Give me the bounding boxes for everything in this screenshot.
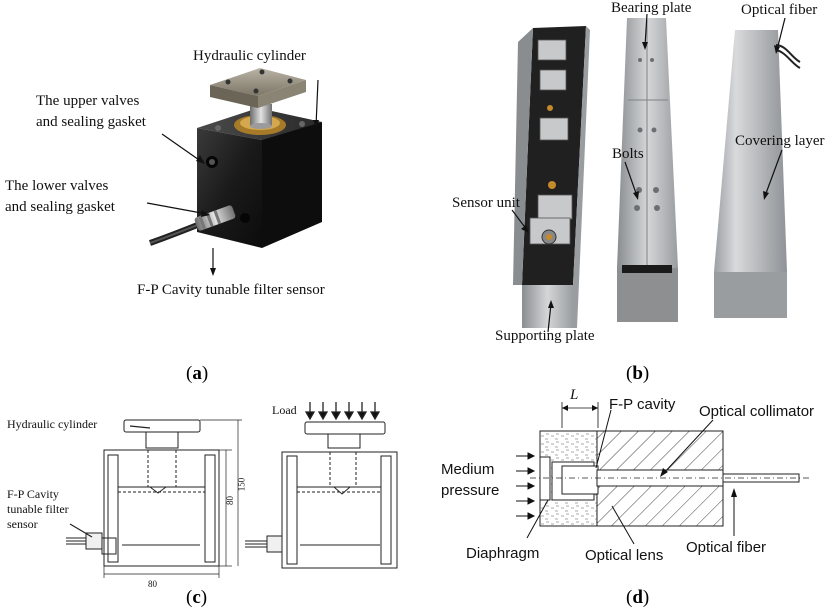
label-medium-1: Medium xyxy=(441,461,495,478)
label-covering-layer: Covering layer xyxy=(735,133,825,149)
label-fp-sensor: F-P Cavity tunable filter sensor xyxy=(137,282,325,298)
label-c-hydraulic-cylinder: Hydraulic cylinder xyxy=(7,417,98,431)
label-optical-fiber-d: Optical fiber xyxy=(686,539,767,556)
label-diaphragm: Diaphragm xyxy=(466,545,540,562)
label-c-fp-3: sensor xyxy=(7,517,38,531)
caption-d: (d) xyxy=(626,587,650,608)
label-L: L xyxy=(570,387,579,403)
label-c-load: Load xyxy=(272,403,297,417)
dim-width: 80 xyxy=(148,579,157,589)
label-medium-2: pressure xyxy=(441,482,500,499)
caption-c: (c) xyxy=(186,587,208,608)
label-lower-valves-1: The lower valves xyxy=(5,178,109,194)
label-sensor-unit: Sensor unit xyxy=(452,195,520,211)
caption-c-letter: c xyxy=(192,587,201,608)
caption-a-letter: a xyxy=(192,363,202,384)
label-bolts: Bolts xyxy=(612,146,644,162)
caption-b: (b) xyxy=(626,363,650,384)
caption-d-letter: d xyxy=(632,587,643,608)
label-c-fp-2: tunable filter xyxy=(7,502,69,516)
label-c-fp-1: F-P Cavity xyxy=(7,487,59,501)
label-bearing-plate: Bearing plate xyxy=(611,0,692,16)
caption-a: (a) xyxy=(186,363,209,384)
label-upper-valves-1: The upper valves xyxy=(36,93,140,109)
label-upper-valves-2: and sealing gasket xyxy=(36,114,146,130)
label-optical-fiber-b: Optical fiber xyxy=(741,2,818,18)
label-optical-lens: Optical lens xyxy=(585,547,664,564)
label-supporting-plate: Supporting plate xyxy=(495,328,595,344)
label-hydraulic-cylinder: Hydraulic cylinder xyxy=(193,48,306,64)
label-lower-valves-2: and sealing gasket xyxy=(5,199,115,215)
caption-b-letter: b xyxy=(632,363,643,384)
label-fp-cavity: F-P cavity xyxy=(609,396,676,413)
label-optical-collimator: Optical collimator xyxy=(699,403,815,420)
